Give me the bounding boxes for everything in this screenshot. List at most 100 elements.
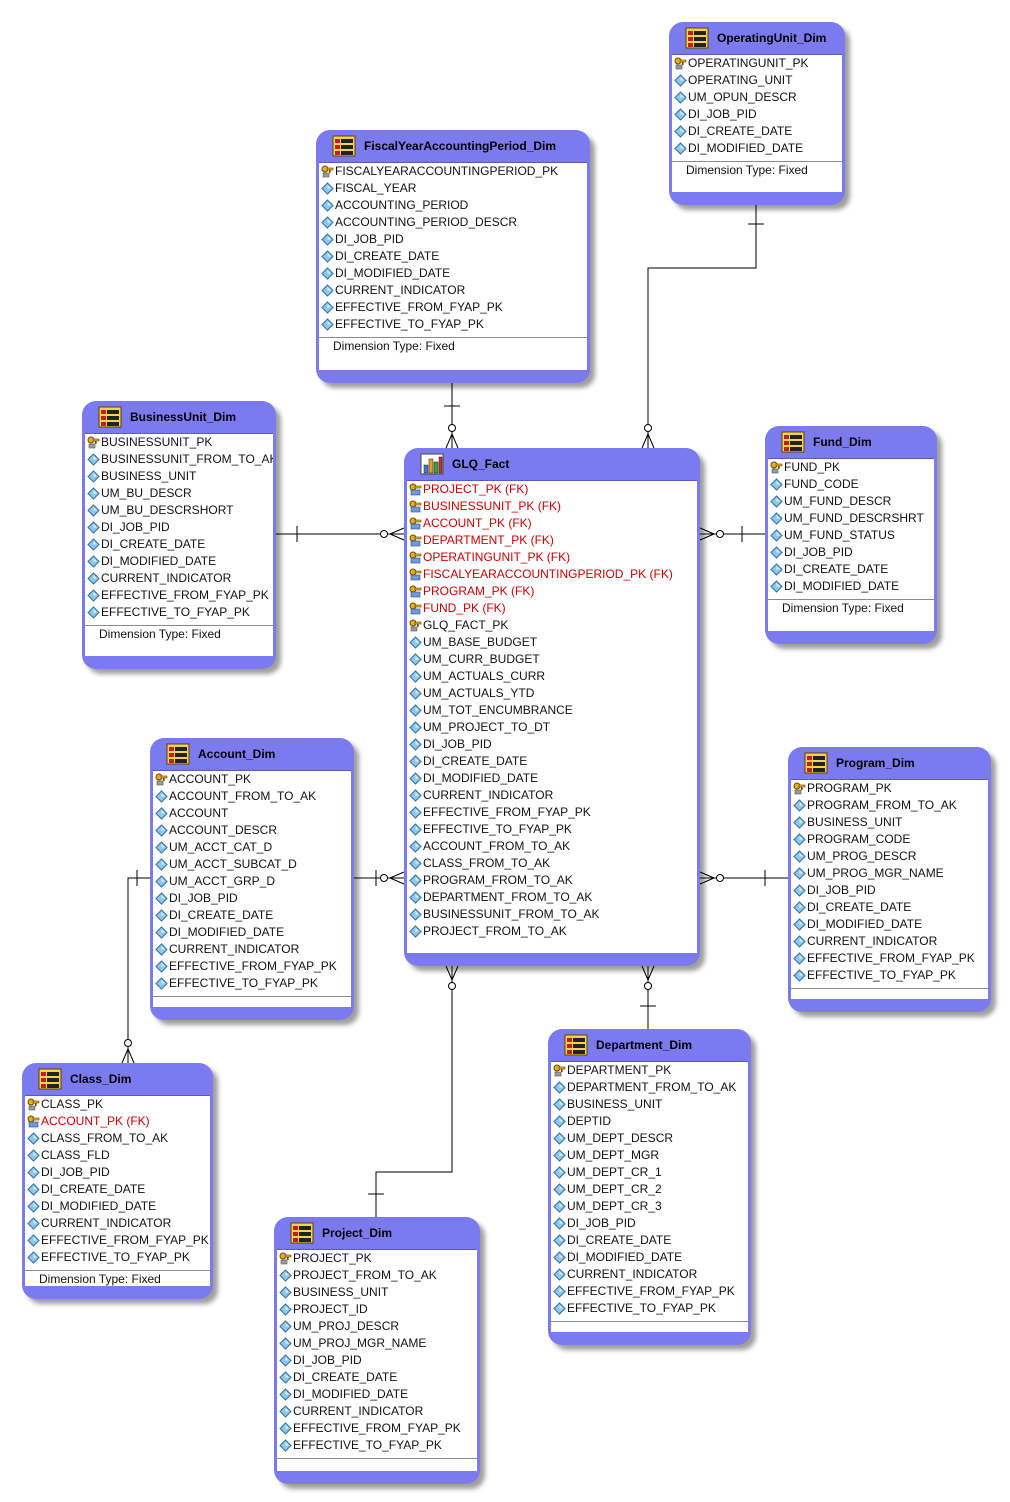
attribute-effective-from-fyap-pk[interactable]: EFFECTIVE_FROM_FYAP_PK	[277, 1420, 477, 1437]
attribute-um-project-to-dt[interactable]: UM_PROJECT_TO_DT	[407, 719, 697, 736]
attribute-businessunit-pk[interactable]: BUSINESSUNIT_PK	[85, 434, 273, 451]
attribute-di-modified-date[interactable]: DI_MODIFIED_DATE	[407, 770, 697, 787]
attribute-operatingunit-pk-fk[interactable]: OPERATINGUNIT_PK (FK)	[407, 549, 697, 566]
relationship-account-glqfact[interactable]	[354, 870, 405, 886]
attribute-account-from-to-ak[interactable]: ACCOUNT_FROM_TO_AK	[407, 838, 697, 855]
attribute-um-acct-subcat-d[interactable]: UM_ACCT_SUBCAT_D	[153, 856, 351, 873]
attribute-effective-from-fyap-pk[interactable]: EFFECTIVE_FROM_FYAP_PK	[791, 950, 988, 967]
attribute-fund-pk[interactable]: FUND_PK	[768, 459, 934, 476]
attribute-current-indicator[interactable]: CURRENT_INDICATOR	[319, 282, 587, 299]
attribute-deptid[interactable]: DEPTID	[551, 1113, 748, 1130]
attribute-di-modified-date[interactable]: DI_MODIFIED_DATE	[85, 553, 273, 570]
attribute-um-dept-cr-2[interactable]: UM_DEPT_CR_2	[551, 1181, 748, 1198]
attribute-um-fund-status[interactable]: UM_FUND_STATUS	[768, 527, 934, 544]
attribute-program-pk[interactable]: PROGRAM_PK	[791, 780, 988, 797]
attribute-um-prog-descr[interactable]: UM_PROG_DESCR	[791, 848, 988, 865]
attribute-effective-to-fyap-pk[interactable]: EFFECTIVE_TO_FYAP_PK	[407, 821, 697, 838]
attribute-fiscal-year[interactable]: FISCAL_YEAR	[319, 180, 587, 197]
attribute-effective-from-fyap-pk[interactable]: EFFECTIVE_FROM_FYAP_PK	[25, 1232, 210, 1249]
attribute-effective-from-fyap-pk[interactable]: EFFECTIVE_FROM_FYAP_PK	[153, 958, 351, 975]
attribute-fiscalyearaccountingperiod-pk-fk[interactable]: FISCALYEARACCOUNTINGPERIOD_PK (FK)	[407, 566, 697, 583]
relationship-project-glqfact[interactable]	[368, 965, 459, 1217]
attribute-effective-from-fyap-pk[interactable]: EFFECTIVE_FROM_FYAP_PK	[319, 299, 587, 316]
attribute-di-job-pid[interactable]: DI_JOB_PID	[319, 231, 587, 248]
relationship-fund-glqfact[interactable]	[699, 526, 765, 542]
attribute-di-create-date[interactable]: DI_CREATE_DATE	[791, 899, 988, 916]
attribute-um-tot-encumbrance[interactable]: UM_TOT_ENCUMBRANCE	[407, 702, 697, 719]
attribute-di-job-pid[interactable]: DI_JOB_PID	[85, 519, 273, 536]
attribute-effective-to-fyap-pk[interactable]: EFFECTIVE_TO_FYAP_PK	[153, 975, 351, 992]
attribute-program-from-to-ak[interactable]: PROGRAM_FROM_TO_AK	[791, 797, 988, 814]
attribute-um-dept-mgr[interactable]: UM_DEPT_MGR	[551, 1147, 748, 1164]
attribute-department-pk[interactable]: DEPARTMENT_PK	[551, 1062, 748, 1079]
attribute-project-from-to-ak[interactable]: PROJECT_FROM_TO_AK	[277, 1267, 477, 1284]
attribute-account-descr[interactable]: ACCOUNT_DESCR	[153, 822, 351, 839]
attribute-class-from-to-ak[interactable]: CLASS_FROM_TO_AK	[25, 1130, 210, 1147]
attribute-current-indicator[interactable]: CURRENT_INDICATOR	[551, 1266, 748, 1283]
attribute-di-modified-date[interactable]: DI_MODIFIED_DATE	[551, 1249, 748, 1266]
attribute-account[interactable]: ACCOUNT	[153, 805, 351, 822]
attribute-business-unit[interactable]: BUSINESS_UNIT	[85, 468, 273, 485]
attribute-account-from-to-ak[interactable]: ACCOUNT_FROM_TO_AK	[153, 788, 351, 805]
attribute-business-unit[interactable]: BUSINESS_UNIT	[551, 1096, 748, 1113]
attribute-di-create-date[interactable]: DI_CREATE_DATE	[25, 1181, 210, 1198]
attribute-class-pk[interactable]: CLASS_PK	[25, 1096, 210, 1113]
attribute-current-indicator[interactable]: CURRENT_INDICATOR	[277, 1403, 477, 1420]
attribute-um-base-budget[interactable]: UM_BASE_BUDGET	[407, 634, 697, 651]
attribute-operating-unit[interactable]: OPERATING_UNIT	[672, 72, 842, 89]
attribute-um-fund-descrshrt[interactable]: UM_FUND_DESCRSHRT	[768, 510, 934, 527]
attribute-um-curr-budget[interactable]: UM_CURR_BUDGET	[407, 651, 697, 668]
relationship-program-glqfact[interactable]	[699, 870, 788, 886]
attribute-current-indicator[interactable]: CURRENT_INDICATOR	[791, 933, 988, 950]
attribute-accounting-period-descr[interactable]: ACCOUNTING_PERIOD_DESCR	[319, 214, 587, 231]
attribute-um-dept-descr[interactable]: UM_DEPT_DESCR	[551, 1130, 748, 1147]
attribute-department-pk-fk[interactable]: DEPARTMENT_PK (FK)	[407, 532, 697, 549]
attribute-di-create-date[interactable]: DI_CREATE_DATE	[319, 248, 587, 265]
attribute-di-modified-date[interactable]: DI_MODIFIED_DATE	[277, 1386, 477, 1403]
attribute-um-actuals-curr[interactable]: UM_ACTUALS_CURR	[407, 668, 697, 685]
attribute-effective-from-fyap-pk[interactable]: EFFECTIVE_FROM_FYAP_PK	[551, 1283, 748, 1300]
attribute-current-indicator[interactable]: CURRENT_INDICATOR	[85, 570, 273, 587]
attribute-di-job-pid[interactable]: DI_JOB_PID	[672, 106, 842, 123]
attribute-fiscalyearaccountingperiod-pk[interactable]: FISCALYEARACCOUNTINGPERIOD_PK	[319, 163, 587, 180]
attribute-effective-from-fyap-pk[interactable]: EFFECTIVE_FROM_FYAP_PK	[85, 587, 273, 604]
attribute-effective-to-fyap-pk[interactable]: EFFECTIVE_TO_FYAP_PK	[25, 1249, 210, 1266]
attribute-di-job-pid[interactable]: DI_JOB_PID	[153, 890, 351, 907]
attribute-um-proj-mgr-name[interactable]: UM_PROJ_MGR_NAME	[277, 1335, 477, 1352]
attribute-um-actuals-ytd[interactable]: UM_ACTUALS_YTD	[407, 685, 697, 702]
attribute-um-proj-descr[interactable]: UM_PROJ_DESCR	[277, 1318, 477, 1335]
attribute-glq-fact-pk[interactable]: GLQ_FACT_PK	[407, 617, 697, 634]
attribute-effective-from-fyap-pk[interactable]: EFFECTIVE_FROM_FYAP_PK	[407, 804, 697, 821]
relationship-fiscal-glqfact[interactable]	[444, 383, 460, 449]
attribute-operatingunit-pk[interactable]: OPERATINGUNIT_PK	[672, 55, 842, 72]
attribute-di-job-pid[interactable]: DI_JOB_PID	[551, 1215, 748, 1232]
attribute-business-unit[interactable]: BUSINESS_UNIT	[791, 814, 988, 831]
attribute-di-create-date[interactable]: DI_CREATE_DATE	[407, 753, 697, 770]
attribute-class-from-to-ak[interactable]: CLASS_FROM_TO_AK	[407, 855, 697, 872]
attribute-di-create-date[interactable]: DI_CREATE_DATE	[85, 536, 273, 553]
attribute-effective-to-fyap-pk[interactable]: EFFECTIVE_TO_FYAP_PK	[85, 604, 273, 621]
attribute-di-job-pid[interactable]: DI_JOB_PID	[25, 1164, 210, 1181]
attribute-account-pk-fk[interactable]: ACCOUNT_PK (FK)	[407, 515, 697, 532]
attribute-di-create-date[interactable]: DI_CREATE_DATE	[551, 1232, 748, 1249]
attribute-di-modified-date[interactable]: DI_MODIFIED_DATE	[25, 1198, 210, 1215]
attribute-businessunit-pk-fk[interactable]: BUSINESSUNIT_PK (FK)	[407, 498, 697, 515]
attribute-businessunit-from-to-ak[interactable]: BUSINESSUNIT_FROM_TO_AK	[85, 451, 273, 468]
attribute-di-create-date[interactable]: DI_CREATE_DATE	[153, 907, 351, 924]
attribute-um-acct-cat-d[interactable]: UM_ACCT_CAT_D	[153, 839, 351, 856]
attribute-class-fld[interactable]: CLASS_FLD	[25, 1147, 210, 1164]
attribute-project-pk[interactable]: PROJECT_PK	[277, 1250, 477, 1267]
relationship-account-class[interactable]	[121, 870, 150, 1064]
attribute-account-pk[interactable]: ACCOUNT_PK	[153, 771, 351, 788]
attribute-business-unit[interactable]: BUSINESS_UNIT	[277, 1284, 477, 1301]
attribute-effective-to-fyap-pk[interactable]: EFFECTIVE_TO_FYAP_PK	[551, 1300, 748, 1317]
